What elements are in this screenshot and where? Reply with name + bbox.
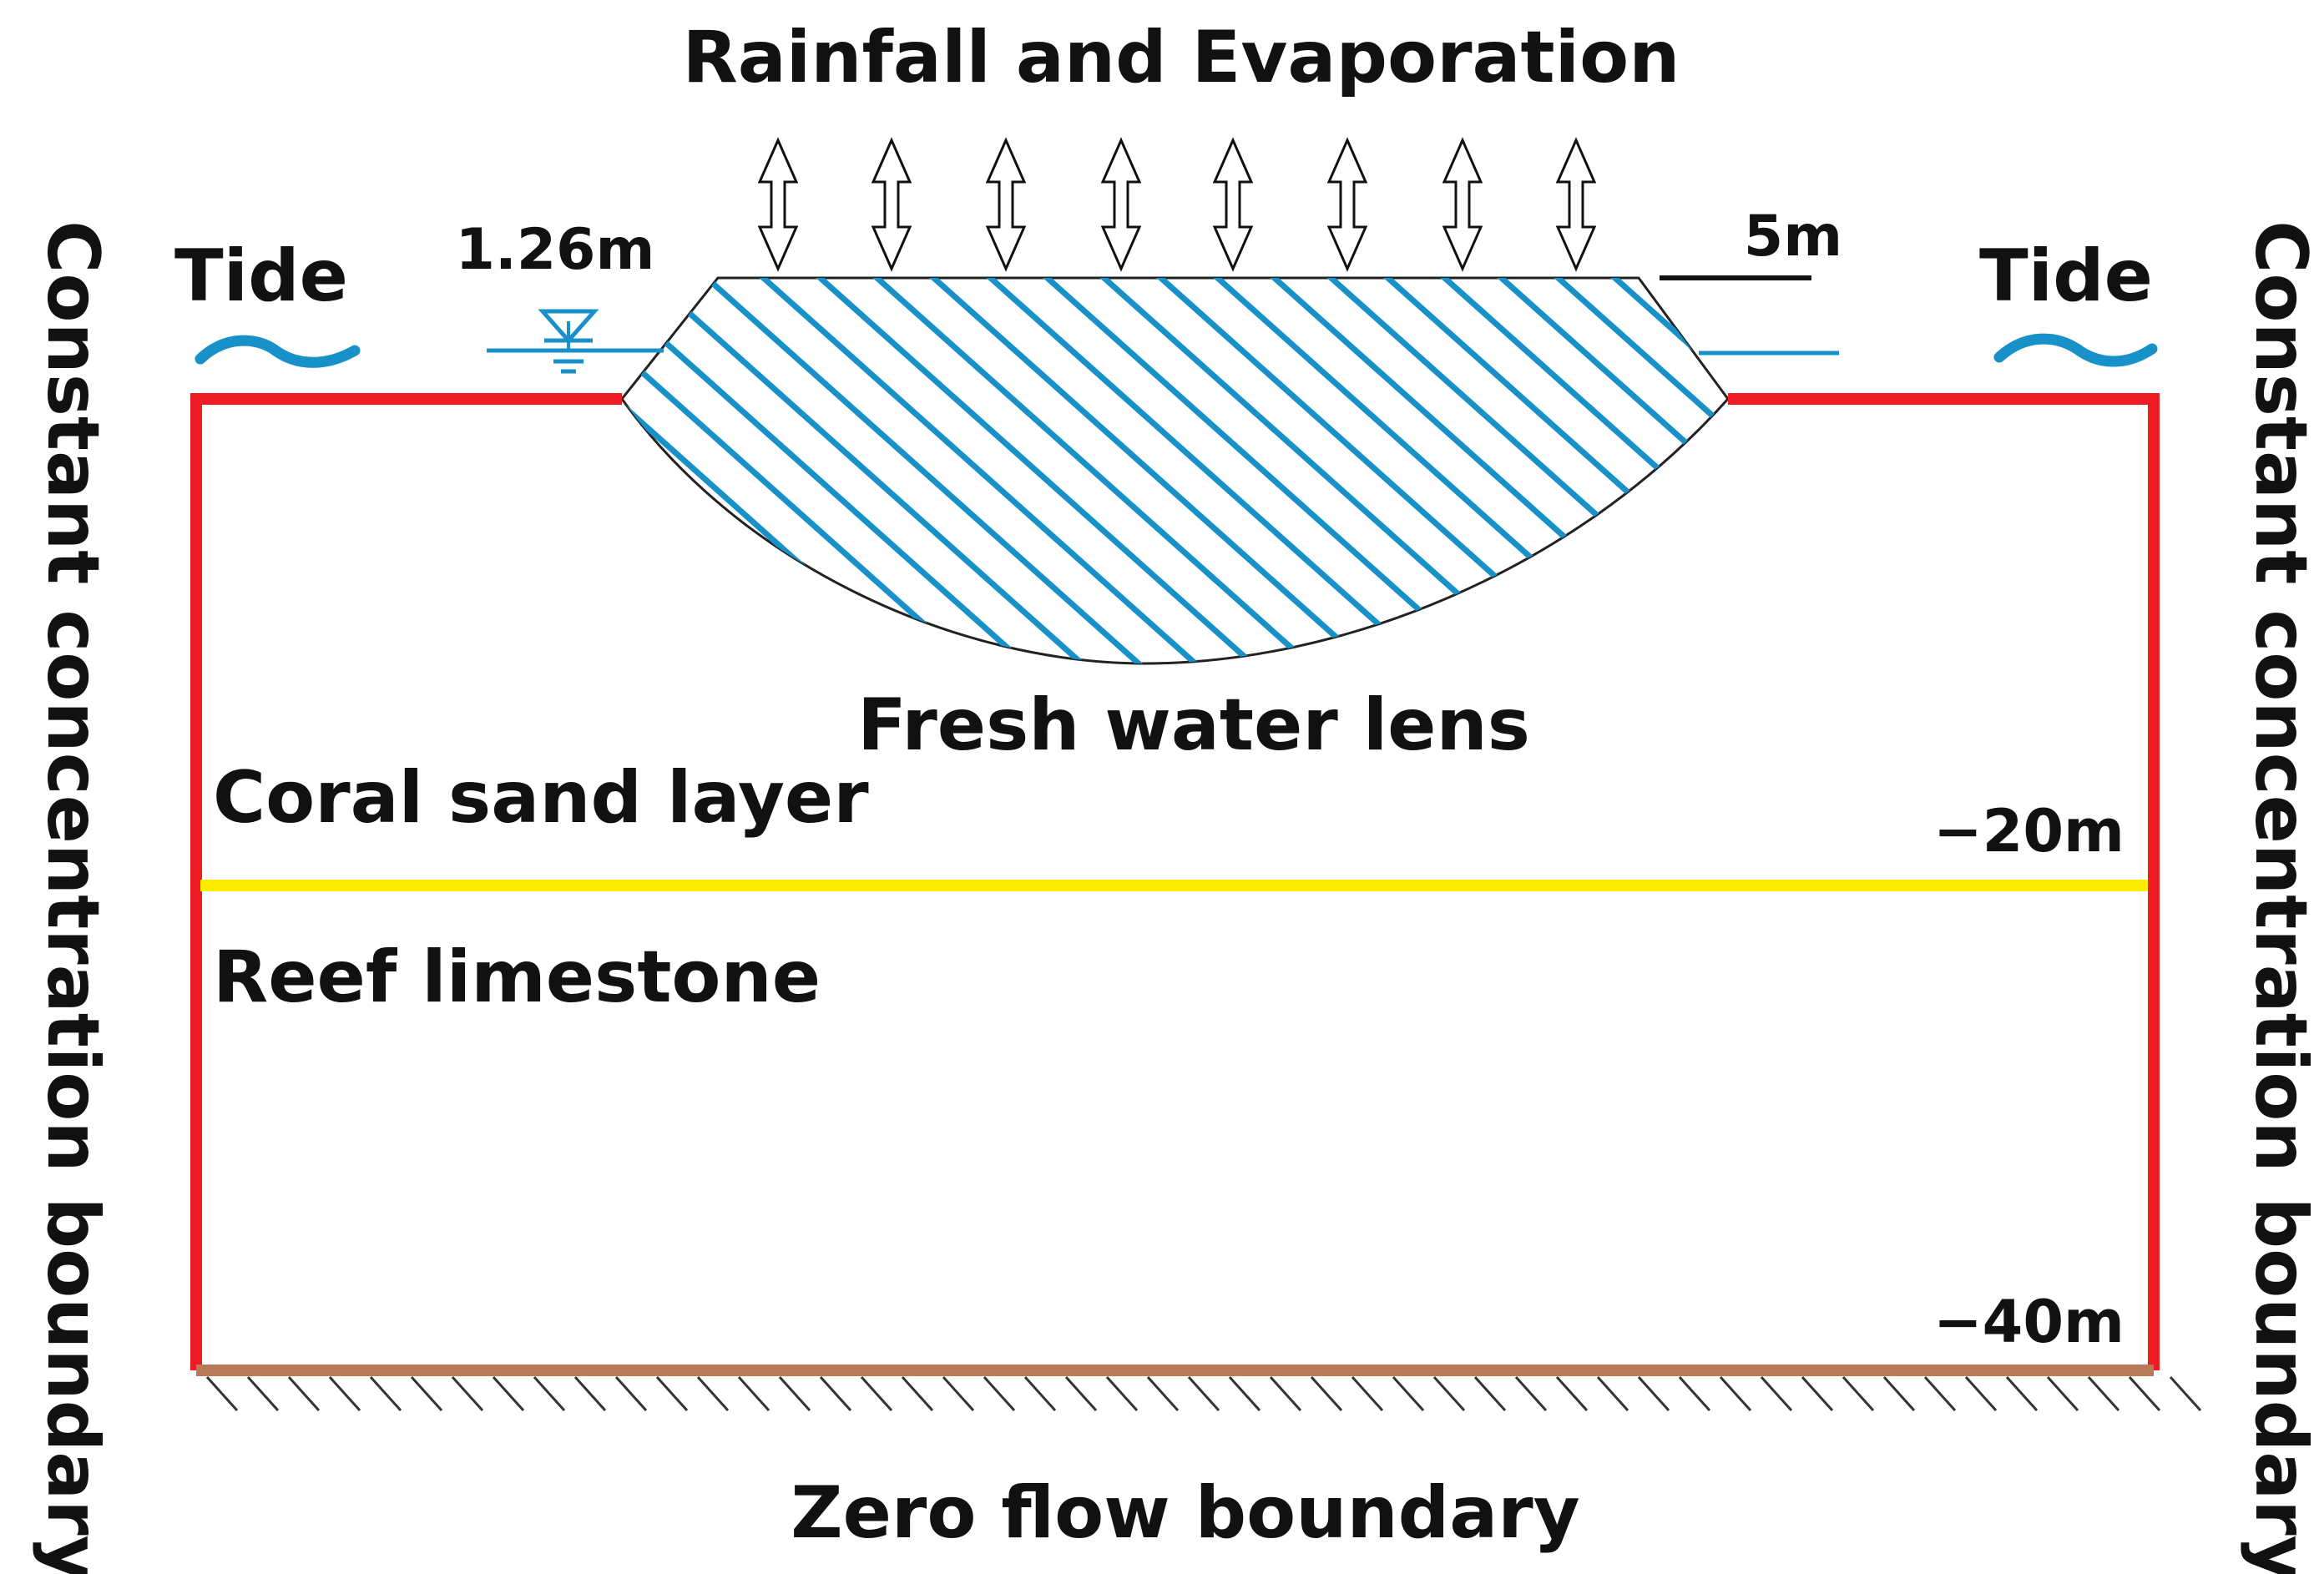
double-arrow-icon xyxy=(757,137,799,272)
fresh-water-lens-shape xyxy=(620,276,1730,665)
double-arrow-icon xyxy=(1555,137,1597,272)
bottom-boundary-label: Zero flow boundary xyxy=(791,1471,1580,1555)
double-arrow-icon xyxy=(871,137,912,272)
lens-top-label: 5m xyxy=(1744,204,1842,270)
water-level-label: 1.26m xyxy=(456,217,655,283)
left-boundary-label: Constant concentration boundary xyxy=(31,220,114,1574)
tide-right-label: Tide xyxy=(1979,235,2153,318)
double-arrow-icon xyxy=(985,137,1027,272)
fresh-water-lens-label: Fresh water lens xyxy=(857,684,1530,767)
right-constant-concentration-boundary-line xyxy=(1728,393,2160,1370)
title: Rainfall and Evaporation xyxy=(683,16,1680,99)
wave-left-icon xyxy=(195,335,361,368)
double-arrow-icon xyxy=(1326,137,1368,272)
rainfall-evaporation-arrows xyxy=(757,137,1597,272)
water-level-symbol xyxy=(487,309,664,374)
left-constant-concentration-boundary-line xyxy=(190,393,622,1370)
right-boundary-label: Constant concentration boundary xyxy=(2239,220,2322,1574)
double-arrow-icon xyxy=(1442,137,1483,272)
ground-hatching xyxy=(205,1375,2202,1412)
wave-right-icon xyxy=(1993,333,2158,367)
tide-left-label: Tide xyxy=(174,235,348,318)
depth-40m-label: −40m xyxy=(1933,1288,2124,1356)
double-arrow-icon xyxy=(1212,137,1254,272)
depth-20m-label: −20m xyxy=(1933,797,2124,865)
coral-sand-layer-label: Coral sand layer xyxy=(213,756,869,840)
double-arrow-icon xyxy=(1100,137,1142,272)
reef-limestone-label: Reef limestone xyxy=(213,936,821,1019)
